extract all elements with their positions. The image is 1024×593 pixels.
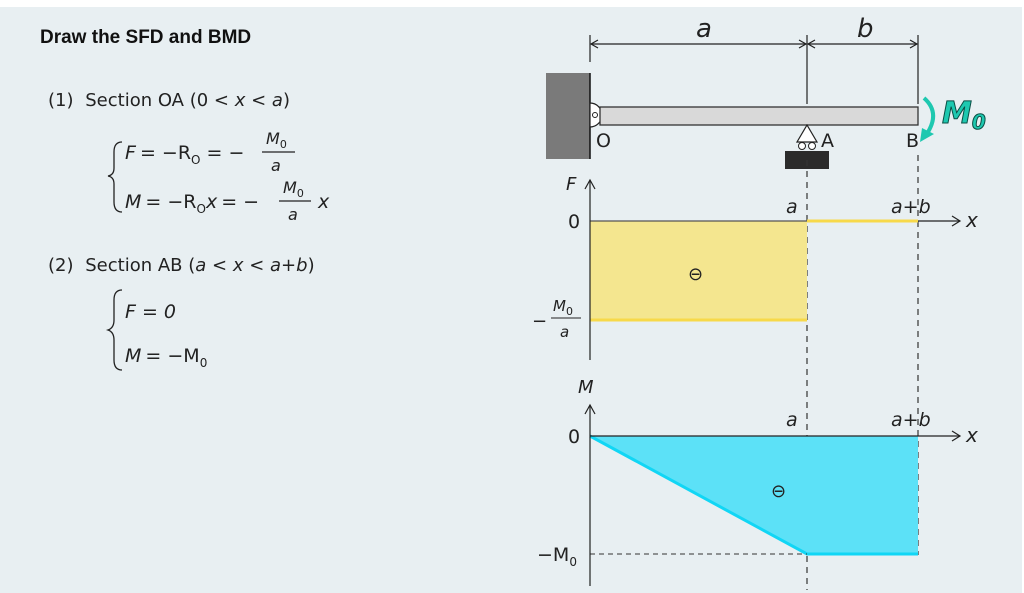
bmd-tick-ab: a+b — [891, 409, 931, 431]
equations-section-ab: F = 0 M= −M0 — [105, 289, 207, 371]
moment-arrow-icon — [922, 96, 936, 134]
sfd-area — [590, 221, 807, 320]
bmd-area — [590, 436, 918, 554]
dimension-b-label: b — [857, 14, 874, 44]
eq-m: M= −M0 — [125, 345, 207, 370]
eq-m: M= −ROx= − — [125, 191, 259, 216]
dimension-a-label: a — [696, 14, 712, 44]
range-open: ( — [188, 255, 196, 276]
point-a-label: A — [821, 130, 834, 152]
sfd-chart: F x 0 a a+b − M0 a ⊖ — [532, 174, 978, 360]
range-mid: < — [245, 90, 272, 111]
range-end: a+b — [270, 255, 308, 276]
range-var: x — [234, 90, 246, 111]
range-a: a — [195, 255, 207, 276]
bmd-min-label: −M0 — [537, 544, 577, 569]
page-title: Draw the SFD and BMD — [40, 27, 252, 48]
section-label: Section OA — [85, 90, 184, 111]
range-open: (0 < — [189, 90, 235, 111]
section-label: Section AB — [85, 255, 183, 276]
bmd-tick-a: a — [786, 409, 798, 431]
range-mid: < — [206, 255, 233, 276]
section-ab-heading: (2) Section AB (a < x < a+b) — [48, 255, 315, 276]
range-var: x — [232, 255, 244, 276]
bmd-tick-zero: 0 — [568, 426, 580, 448]
range-close: ) — [282, 90, 290, 111]
sfd-min-den: a — [560, 323, 569, 341]
sfd-tick-zero: 0 — [568, 211, 580, 233]
sfd-y-label: F — [566, 174, 577, 195]
equations-section-oa: F= −RO= − M0 a M= −ROx= − M0 a x — [107, 129, 330, 224]
point-b-label: B — [906, 130, 919, 152]
bmd-x-label: x — [965, 423, 978, 447]
sfd-x-label: x — [965, 208, 978, 232]
wall-support — [546, 73, 590, 159]
brace-icon — [105, 289, 123, 371]
sfd-tick-a: a — [786, 196, 798, 218]
section-number: (2) — [48, 255, 74, 276]
sfd-negative-sign: ⊖ — [688, 264, 703, 285]
bmd-y-label: M — [578, 377, 594, 398]
brace-icon — [107, 141, 123, 213]
point-o-label: O — [596, 130, 611, 152]
eq-f-den: a — [271, 156, 281, 175]
sfd-min-minus: − — [532, 311, 547, 332]
range-close: ) — [307, 255, 315, 276]
bmd-negative-sign: ⊖ — [771, 481, 786, 502]
range-mid2: < — [243, 255, 271, 276]
sfd-min-num: M0 — [553, 297, 573, 318]
bmd-chart: M x 0 a a+b −M0 ⊖ — [537, 377, 978, 586]
beam-diagram: a b O A B M0 — [546, 14, 986, 169]
eq-f-num: M0 — [266, 129, 287, 151]
range-end: a — [271, 90, 283, 111]
eq-m-num: M0 — [283, 178, 304, 200]
sfd-tick-ab: a+b — [891, 196, 931, 218]
eq-f: F = 0 — [125, 301, 176, 323]
section-oa-heading: (1) Section OA (0 < x < a) — [48, 90, 290, 111]
roller-support-icon — [795, 123, 819, 143]
moment-label: M0 — [942, 96, 986, 134]
eq-f: F= −RO= − — [125, 142, 244, 167]
section-number: (1) — [48, 90, 74, 111]
eq-m-tail: x — [317, 191, 330, 213]
beam — [599, 106, 919, 126]
eq-m-den: a — [288, 205, 298, 224]
